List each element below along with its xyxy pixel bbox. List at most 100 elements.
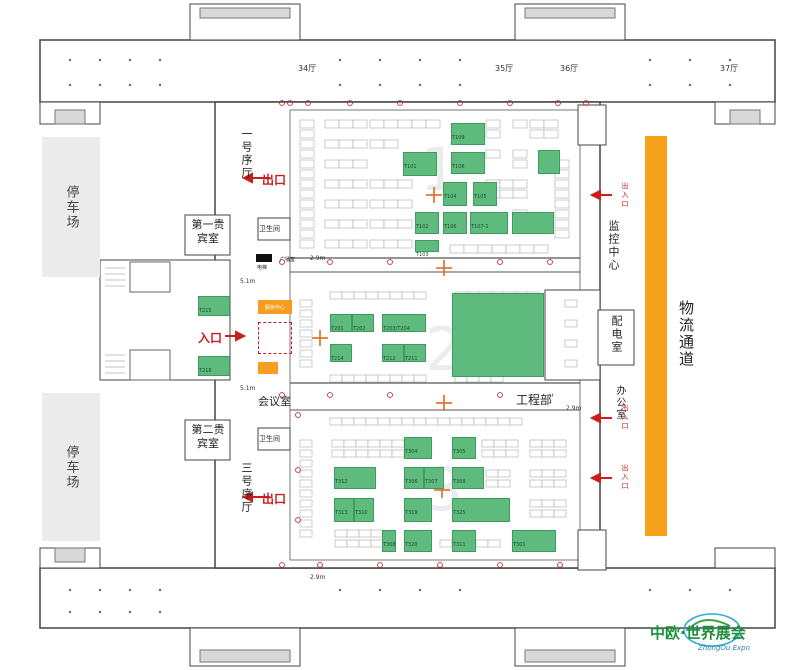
booth-t109[interactable]: T109: [451, 123, 485, 145]
exit-1-label: 出口: [262, 173, 287, 187]
lobby-3-label: 三号序厅: [240, 462, 253, 514]
registration-area: [258, 322, 292, 354]
dimension-label: 2.9m: [566, 405, 582, 412]
dimension-label: 5.1m: [240, 278, 256, 285]
entrance-label: 入口: [198, 331, 223, 345]
booth-label: T301: [513, 542, 526, 548]
booth-t108[interactable]: T108: [451, 152, 485, 174]
dimension-label: 5.1m: [240, 385, 256, 392]
logistics-channel-bar: [645, 136, 667, 536]
booth-t308[interactable]: T308: [382, 530, 396, 552]
entrance-right-2-label: 出入口: [621, 404, 629, 431]
booth-label: T306: [405, 479, 418, 485]
booth-t320[interactable]: T320: [404, 530, 432, 552]
booth-t103[interactable]: [512, 212, 554, 234]
special-exhibition-area[interactable]: [452, 293, 544, 377]
booth-t102[interactable]: [538, 150, 560, 174]
service-center-label: 服务中心: [264, 304, 285, 311]
booth-t311[interactable]: T311: [452, 530, 476, 552]
hall-34-label: 34厅: [298, 64, 317, 73]
booth-label: T202: [353, 326, 366, 332]
parking-lot-bottom: 停车场: [42, 393, 100, 541]
booth-label: T214: [331, 356, 344, 362]
lobby-1-label: 一号序厅: [240, 128, 253, 180]
booth-t211[interactable]: T211: [404, 344, 426, 362]
meeting-room-label: 会议室: [258, 395, 291, 408]
booth-label: T211: [405, 356, 418, 362]
booth-t306[interactable]: T306: [404, 467, 424, 489]
logo-title: 中欧·世界展会: [650, 624, 746, 642]
booth-label: T203/T204: [383, 326, 410, 332]
booth-t104[interactable]: T104: [443, 182, 467, 206]
service-desk-box: [258, 362, 278, 374]
engineering-dept-label: 工程部: [516, 391, 553, 408]
service-center-box: 服务中心: [258, 300, 292, 314]
booth-label: T310: [355, 510, 368, 516]
office-label: 办公室: [614, 385, 625, 421]
booth-t301[interactable]: T301: [512, 530, 556, 552]
booth-label: T320: [405, 542, 418, 548]
power-room-label: 配电室: [610, 315, 623, 354]
booth-t218[interactable]: T218: [198, 356, 230, 376]
booth-label: T101: [404, 164, 417, 170]
dimension-label: 2.9m: [310, 255, 326, 262]
booth-label: T312: [335, 479, 348, 485]
booth-t105[interactable]: T105: [473, 182, 497, 206]
booth-t319[interactable]: T319: [404, 498, 432, 522]
restroom-1-label: 卫生间: [259, 225, 280, 233]
booth-t304[interactable]: T304: [404, 437, 432, 459]
booth-label: T103: [416, 252, 429, 258]
booth-label: T218: [199, 368, 212, 374]
booth-label: T212: [383, 356, 396, 362]
parking-label: 停车场: [63, 184, 79, 230]
monitor-center-label: 监控中心: [607, 220, 620, 272]
booth-t101[interactable]: T101: [403, 152, 437, 176]
booth-label: T102: [416, 224, 429, 230]
booth-t106[interactable]: T106: [443, 212, 467, 234]
booth-t313[interactable]: T313: [334, 498, 354, 522]
restroom-2-label: 卫生间: [259, 435, 280, 443]
logistics-channel-label: 物流通道: [677, 300, 695, 368]
booth-t325[interactable]: T325: [452, 498, 510, 522]
logo-subtitle: ZhongOu Expo: [698, 644, 750, 652]
booth-t312[interactable]: T312: [334, 467, 376, 489]
booth-t202[interactable]: T202: [352, 314, 374, 332]
booth-label: T109: [452, 135, 465, 141]
broadcast-room-label: 广播室: [280, 257, 296, 263]
entrance-right-1-label: 出入口: [621, 182, 629, 209]
expo-logo: 中欧·世界展会 ZhongOu Expo: [650, 608, 795, 663]
hall-37-label: 37厅: [720, 64, 739, 73]
booth-label: T304: [405, 449, 418, 455]
booth-label: T313: [335, 510, 348, 516]
booth-t307[interactable]: T307: [424, 467, 444, 489]
booth-t201[interactable]: T201: [330, 314, 352, 332]
booth-t310[interactable]: T310: [354, 498, 374, 522]
booth-t215[interactable]: T215: [198, 296, 230, 316]
booth-t212[interactable]: T212: [382, 344, 404, 362]
booth-t102b[interactable]: T102: [415, 212, 439, 234]
booth-label: T325: [453, 510, 466, 516]
entrance-right-3-label: 出入口: [621, 464, 629, 491]
parking-lot-top: 停车场: [42, 137, 100, 277]
booth-t203[interactable]: T203/T204: [382, 314, 426, 332]
globe-icon: [683, 613, 741, 647]
dimension-label: 2.9m: [310, 574, 326, 581]
booth-label: T108: [452, 164, 465, 170]
booth-label: T104: [444, 194, 457, 200]
booth-label: T319: [405, 510, 418, 516]
booth-label: T309: [453, 479, 466, 485]
booth-t103b[interactable]: T103: [415, 240, 439, 258]
booth-label: T308: [383, 542, 396, 548]
parking-label: 停车场: [63, 444, 79, 490]
exit-2-label: 出口: [262, 492, 287, 506]
booth-t107[interactable]: T107-1: [470, 212, 508, 234]
vip-room-2-label: 第二贵宾室: [191, 423, 225, 450]
hall-36-label: 36厅: [560, 64, 579, 73]
booth-t214[interactable]: T214: [330, 344, 352, 362]
booth-t305[interactable]: T305: [452, 437, 476, 459]
elevator-label: 电梯: [257, 265, 268, 271]
booth-label: T105: [474, 194, 487, 200]
booth-t309[interactable]: T309: [452, 467, 484, 489]
